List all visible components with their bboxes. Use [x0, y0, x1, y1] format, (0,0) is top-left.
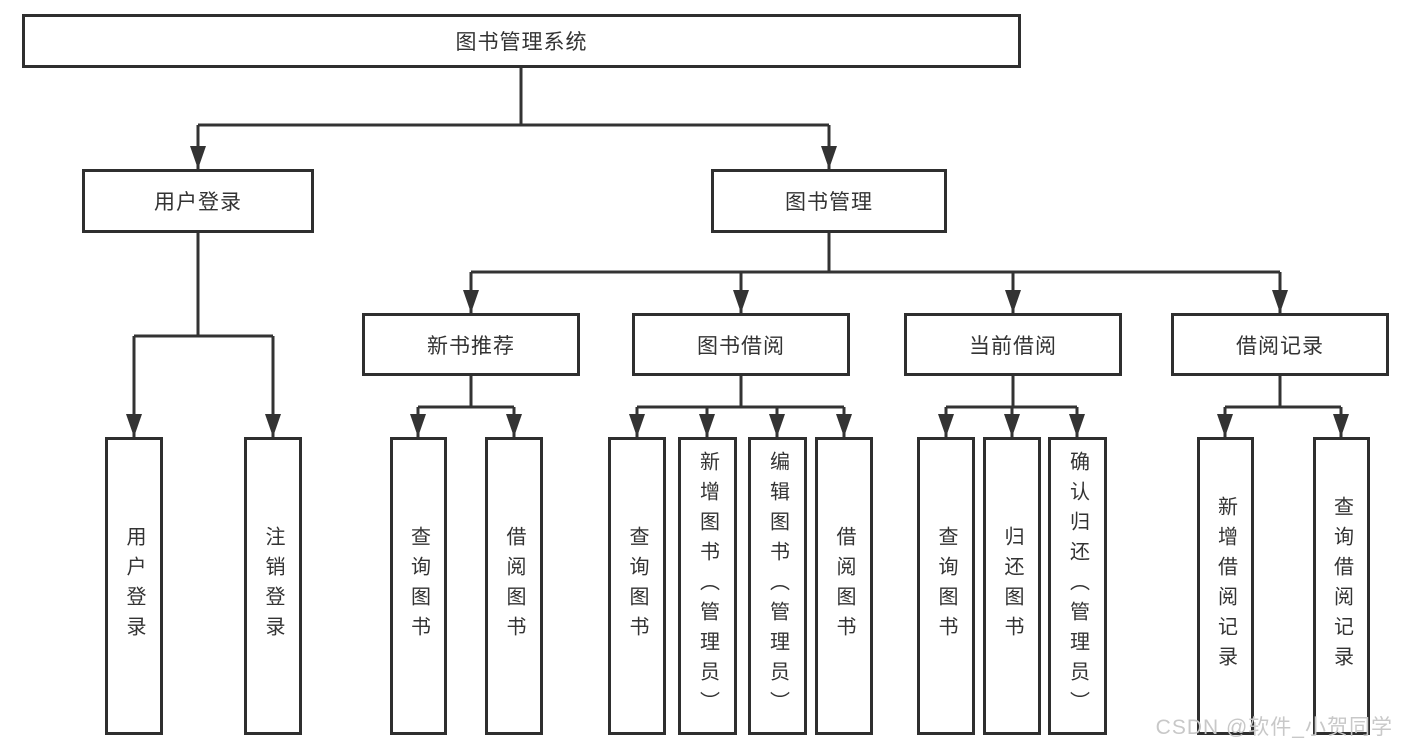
watermark: CSDN @软件_小贺同学	[1155, 716, 1393, 739]
node-new-book-rec: 新书推荐	[362, 313, 580, 376]
connector-root	[190, 68, 837, 169]
node-user-login-leaf-label: 用户登录	[123, 526, 145, 646]
node-query-books-rec: 查询图书	[390, 437, 447, 735]
node-add-books-admin: 新增图书（管理员）	[678, 437, 737, 735]
connector-user-login	[126, 233, 281, 437]
node-confirm-return-admin: 确认归还（管理员）	[1048, 437, 1107, 735]
node-borrow-books-borrow: 借阅图书	[815, 437, 873, 735]
node-confirm-return-admin-label: 确认归还（管理员）	[1066, 451, 1089, 721]
node-book-borrow-label: 图书借阅	[697, 334, 785, 358]
node-borrow-books-rec-label: 借阅图书	[503, 526, 525, 646]
node-add-borrow-record-label: 新增借阅记录	[1214, 496, 1237, 676]
node-query-borrow-record-label: 查询借阅记录	[1330, 496, 1353, 676]
node-logout-leaf: 注销登录	[244, 437, 302, 735]
connector-book-borrow	[629, 376, 852, 437]
connector-new-book-rec	[410, 376, 522, 437]
node-book-mgmt: 图书管理	[711, 169, 947, 233]
node-borrow-books-borrow-label: 借阅图书	[833, 526, 855, 646]
node-root-label: 图书管理系统	[455, 31, 588, 54]
node-edit-books-admin: 编辑图书（管理员）	[748, 437, 807, 735]
node-return-books: 归还图书	[983, 437, 1041, 735]
node-add-borrow-record: 新增借阅记录	[1197, 437, 1254, 735]
connector-current-borrow	[938, 376, 1085, 437]
node-return-books-label: 归还图书	[1001, 526, 1023, 646]
node-user-login-leaf: 用户登录	[105, 437, 163, 735]
node-logout-leaf-label: 注销登录	[262, 526, 284, 646]
node-borrow-records-label: 借阅记录	[1236, 334, 1324, 358]
node-query-books-borrow: 查询图书	[608, 437, 666, 735]
connector-borrow-records	[1217, 376, 1349, 437]
node-root: 图书管理系统	[22, 14, 1021, 68]
node-query-books-borrow-label: 查询图书	[626, 526, 648, 646]
node-current-borrow: 当前借阅	[904, 313, 1122, 376]
node-query-books-current: 查询图书	[917, 437, 975, 735]
node-query-borrow-record: 查询借阅记录	[1313, 437, 1370, 735]
node-query-books-current-label: 查询图书	[935, 526, 957, 646]
node-borrow-records: 借阅记录	[1171, 313, 1389, 376]
node-book-mgmt-label: 图书管理	[785, 191, 873, 214]
node-current-borrow-label: 当前借阅	[969, 334, 1057, 358]
connector-book-mgmt	[463, 233, 1288, 313]
node-borrow-books-rec: 借阅图书	[485, 437, 543, 735]
node-user-login-label: 用户登录	[154, 191, 242, 214]
node-query-books-rec-label: 查询图书	[407, 526, 430, 646]
node-edit-books-admin-label: 编辑图书（管理员）	[766, 451, 789, 721]
node-book-borrow: 图书借阅	[632, 313, 850, 376]
node-add-books-admin-label: 新增图书（管理员）	[696, 451, 719, 721]
node-user-login: 用户登录	[82, 169, 314, 233]
node-new-book-rec-label: 新书推荐	[427, 334, 515, 358]
